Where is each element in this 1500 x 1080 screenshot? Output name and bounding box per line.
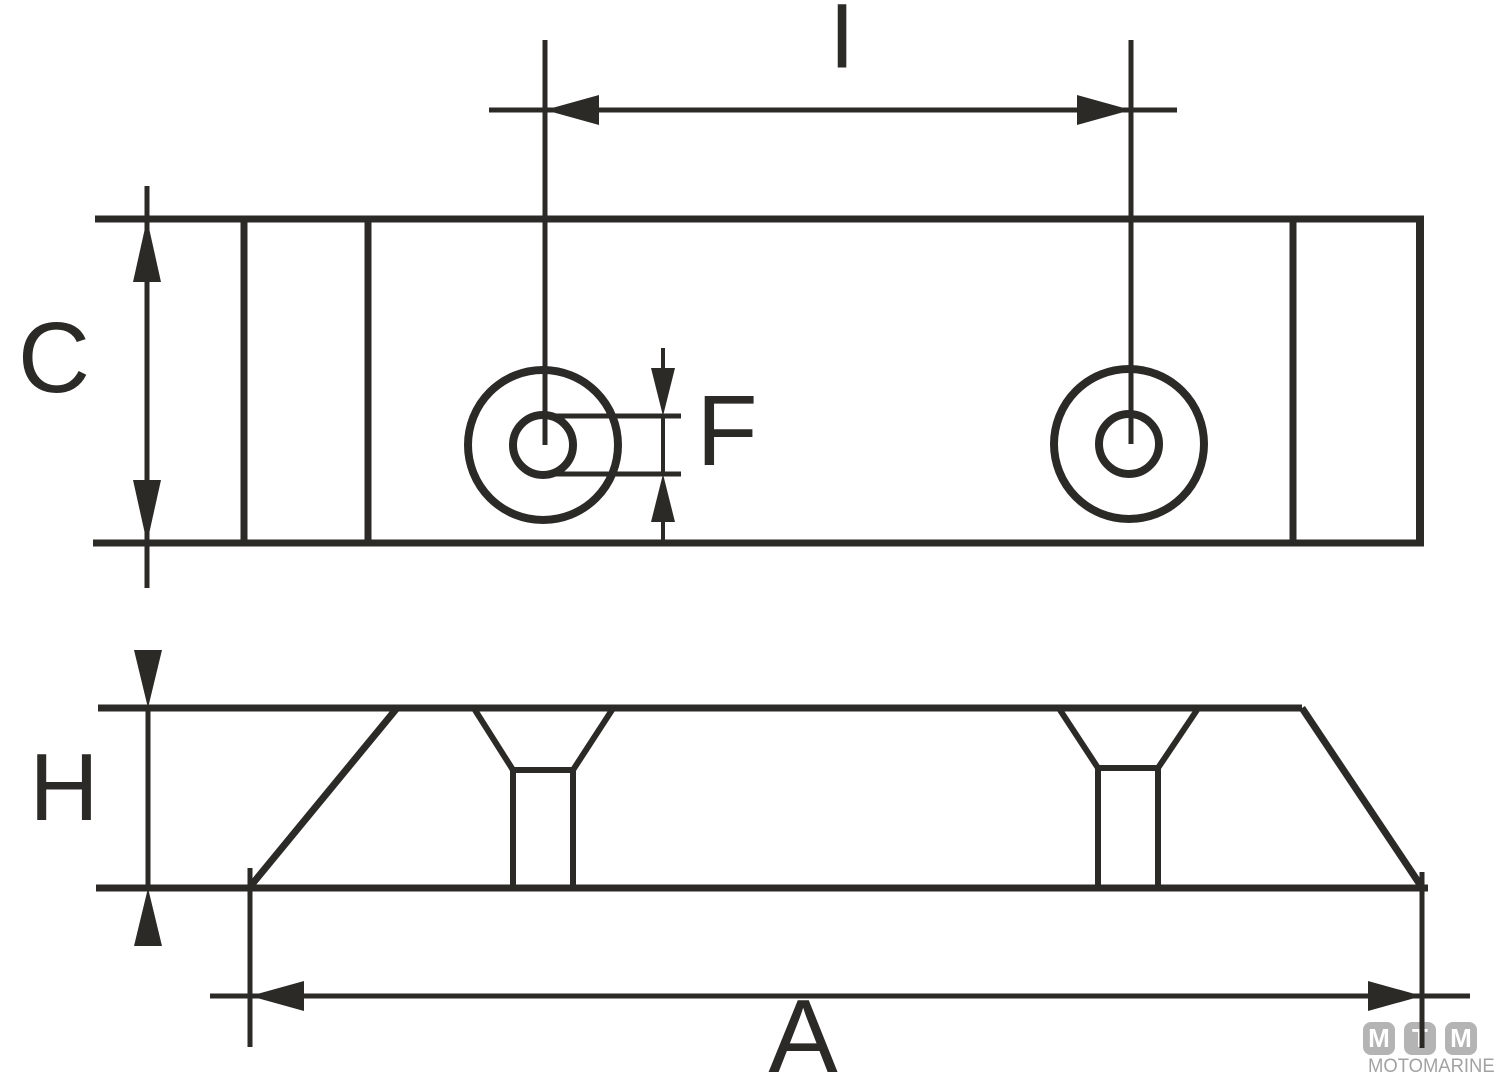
dimension-f <box>545 348 681 540</box>
side-view-countersink-left <box>472 708 615 886</box>
logo-square-t: T <box>1404 1022 1436 1055</box>
arrow-up-icon <box>651 474 675 522</box>
dim-label-c: C <box>17 302 91 414</box>
arrow-down-icon <box>134 650 162 708</box>
arrow-up-icon <box>134 888 162 946</box>
dimension-i <box>489 95 1177 125</box>
logo-squares: M T M <box>1363 1022 1477 1055</box>
logo-brand-text: MOTOMARINE <box>1368 1056 1495 1077</box>
arrow-down-icon <box>133 480 161 543</box>
arrow-left-icon <box>545 95 599 125</box>
logo-square-m-right: M <box>1445 1022 1477 1055</box>
dim-label-f: F <box>696 375 758 487</box>
hole-center-lines <box>542 40 1134 445</box>
side-view-outline <box>96 704 1428 892</box>
arrow-left-icon <box>250 981 304 1011</box>
logo-letter: M <box>1368 1023 1390 1053</box>
side-view-countersink-right <box>1057 708 1200 886</box>
logo-letter: M <box>1450 1023 1472 1053</box>
arrow-right-icon <box>1368 981 1422 1011</box>
dimension-c <box>133 186 161 588</box>
dimension-h <box>134 650 162 946</box>
dim-label-a: A <box>768 978 838 1080</box>
dimension-a <box>210 868 1470 1048</box>
dim-label-i: I <box>829 0 855 88</box>
dim-label-h: H <box>29 734 99 842</box>
logo-letter: T <box>1412 1023 1428 1053</box>
top-view-hole-left <box>464 366 622 524</box>
arrow-up-icon <box>133 219 161 282</box>
top-view-outline <box>93 215 1424 547</box>
top-view-hole-right <box>1050 365 1208 523</box>
arrow-down-icon <box>651 368 675 416</box>
arrow-right-icon <box>1077 95 1131 125</box>
logo-square-m-left: M <box>1363 1022 1395 1055</box>
